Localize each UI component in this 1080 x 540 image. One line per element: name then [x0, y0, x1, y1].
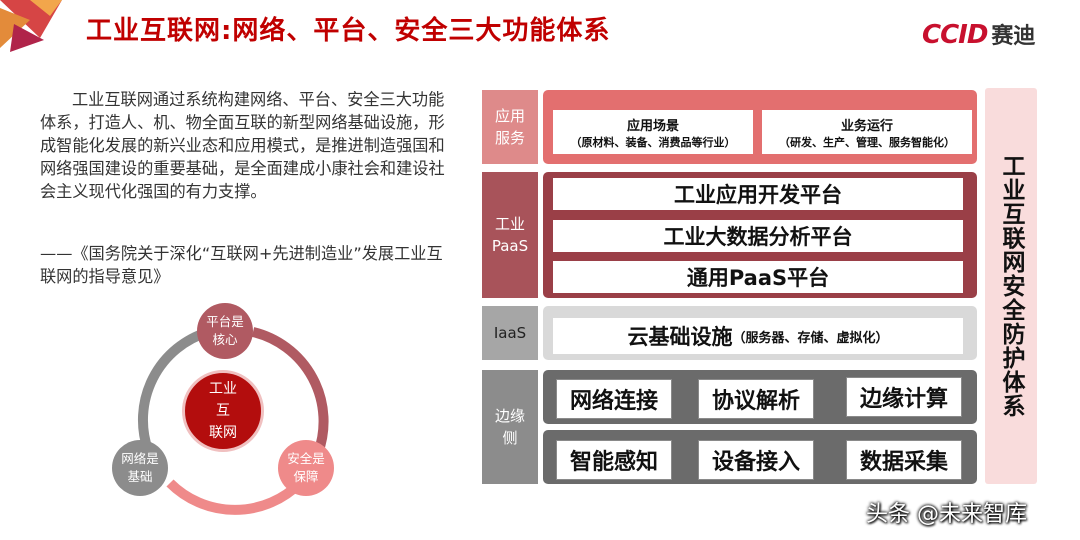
paas-item: 工业大数据分析平台 — [553, 220, 963, 252]
function-cycle-diagram: 工业互联网 平台是核心 网络是基础 安全是保障 — [100, 295, 360, 535]
edge-item: 协议解析 — [698, 379, 814, 419]
security-guarantee-label: 安全是保障 — [287, 451, 325, 484]
logo-text: CCID — [922, 20, 988, 50]
edge-item: 数据采集 — [846, 440, 962, 480]
watermark: 头条 @未来智库 — [866, 502, 1027, 527]
network-base-node: 网络是基础 — [112, 440, 168, 496]
edge-side-label: 边缘侧 — [482, 370, 538, 484]
cloud-infrastructure-box: 云基础设施 （服务器、存储、虚拟化） — [553, 318, 963, 354]
app-scenario-box: 应用场景 （原材料、装备、消费品等行业） — [553, 110, 753, 154]
cycle-ring-icon — [137, 327, 329, 515]
logo-cn-text: 赛迪 — [991, 24, 1036, 49]
platform-core-label: 平台是核心 — [206, 314, 244, 347]
edge-item: 网络连接 — [556, 379, 672, 419]
business-operation-box: 业务运行 （研发、生产、管理、服务智能化） — [762, 110, 972, 154]
network-base-label: 网络是基础 — [121, 451, 159, 484]
paas-item: 通用PaaS平台 — [553, 261, 963, 293]
iaas-label: IaaS — [482, 306, 538, 360]
page-title: 工业互联网:网络、平台、安全三大功能体系 — [86, 16, 611, 46]
edge-item: 边缘计算 — [846, 377, 962, 417]
security-protection-label: 工业互联网安全防护体系 — [998, 154, 1024, 418]
paas-item: 工业应用开发平台 — [553, 178, 963, 210]
center-node: 工业互联网 — [182, 370, 264, 452]
source-quote: ——《国务院关于深化“互联网+先进制造业”发展工业互联网的指导意见》 — [40, 244, 443, 286]
app-services-label: 应用服务 — [482, 90, 538, 164]
edge-item: 设备接入 — [698, 440, 814, 480]
corner-decoration-icon — [0, 0, 62, 52]
security-guarantee-node: 安全是保障 — [278, 440, 334, 496]
security-protection-column: 工业互联网安全防护体系 — [985, 88, 1037, 484]
edge-item: 智能感知 — [556, 440, 672, 480]
center-node-label: 工业互联网 — [209, 381, 237, 441]
intro-paragraph: 工业互联网通过系统构建网络、平台、安全三大功能体系，打造人、机、物全面互联的新型… — [40, 90, 445, 201]
platform-core-node: 平台是核心 — [197, 303, 253, 359]
